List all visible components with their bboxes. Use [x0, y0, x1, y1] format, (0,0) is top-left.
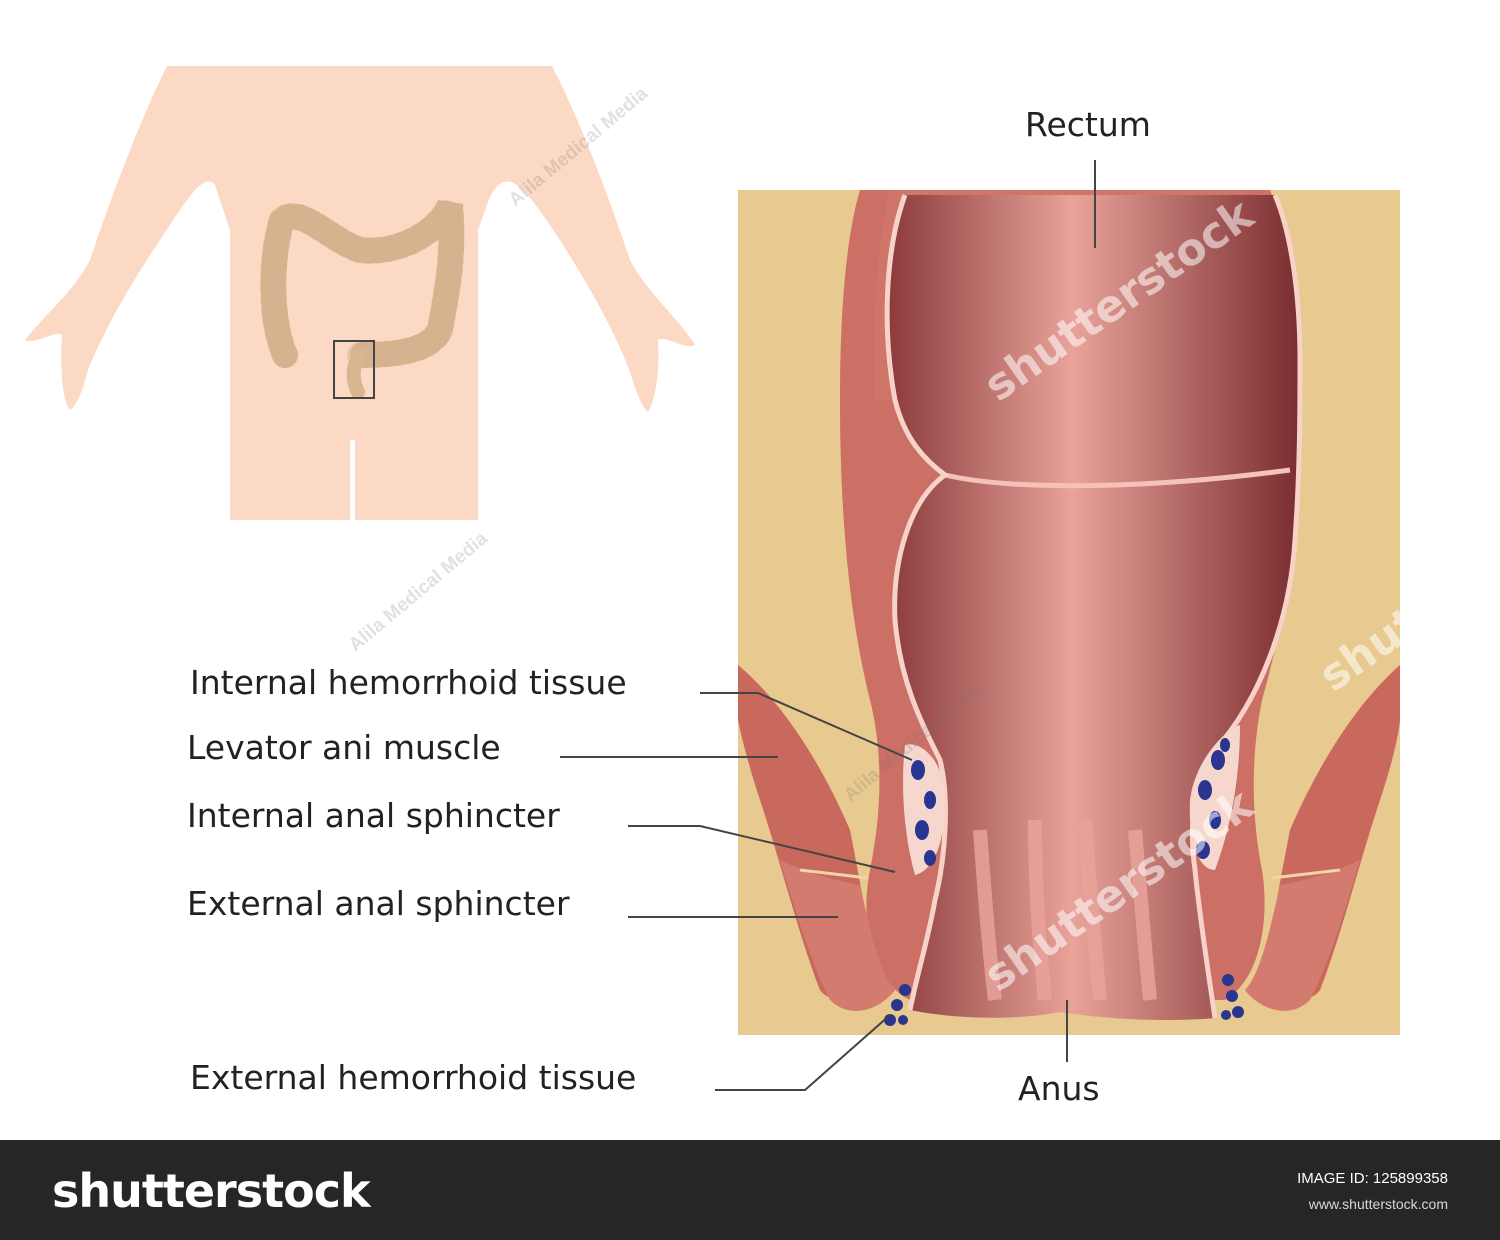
label-internal-sphincter: Internal anal sphincter	[187, 796, 560, 835]
colon	[260, 199, 465, 399]
left-arm	[25, 66, 230, 410]
footer-logo[interactable]: shutterstock	[52, 1164, 371, 1218]
label-external-hemorrhoid: External hemorrhoid tissue	[190, 1058, 637, 1097]
label-levator-ani: Levator ani muscle	[187, 728, 501, 767]
internal-hemorrhoid-right	[1189, 725, 1240, 870]
label-anus: Anus	[1018, 1069, 1100, 1108]
body-silhouette	[25, 66, 695, 520]
footer-url[interactable]: www.shutterstock.com	[1308, 1196, 1448, 1212]
image-id: IMAGE ID: 125899358	[1297, 1170, 1448, 1187]
leader-external-hemorrhoid	[715, 1014, 891, 1091]
label-rectum: Rectum	[1025, 105, 1151, 144]
diagram-canvas	[25, 66, 1400, 1091]
leader-internal-hemorrhoid	[700, 692, 913, 761]
torso	[167, 66, 552, 520]
leader-internal-sphincter	[628, 825, 896, 873]
label-external-sphincter: External anal sphincter	[187, 884, 570, 923]
leader-lines	[560, 160, 1096, 1091]
external-sphincter-right	[1245, 860, 1360, 1011]
external-sphincter-left	[780, 860, 895, 1011]
hemorrhoid-vessels	[884, 738, 1244, 1026]
cross-section	[738, 190, 1400, 1035]
zoom-box	[333, 340, 375, 399]
footer-bar: shutterstock IMAGE ID: 125899358 www.shu…	[0, 1140, 1500, 1240]
anal-columns	[973, 819, 1157, 1001]
right-arm	[478, 66, 695, 412]
rectum-lumen	[887, 195, 1300, 1020]
label-internal-hemorrhoid: Internal hemorrhoid tissue	[190, 663, 627, 702]
